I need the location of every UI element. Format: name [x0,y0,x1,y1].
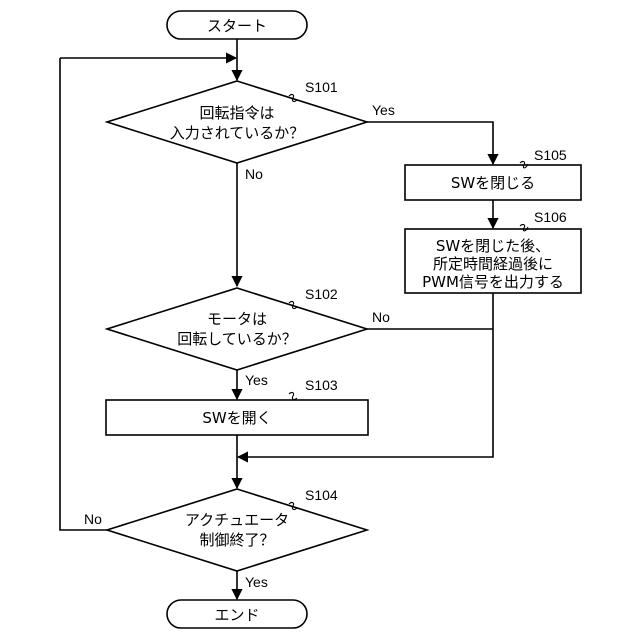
s104-line2: 制御終了？ [199,531,274,549]
s101-no-label: No [245,166,263,182]
s103-step-number: S103 [305,377,338,393]
start-label: スタート [207,17,267,35]
end-label: エンド [214,606,259,624]
s106-line2: 所定時間経過後に [433,255,553,273]
s106-step-number: S106 [534,209,567,225]
s101-step-number: S101 [305,79,338,95]
s102-step-number: S102 [305,286,338,302]
decision-s104: アクチュエータ 制御終了？ S104 [107,487,367,571]
end-terminal: エンド [167,600,307,628]
connector-s104-no-loop [60,58,107,530]
s105-step-number: S105 [534,147,567,163]
s102-no-label: No [372,309,390,325]
s101-line1: 回転指令は [199,104,274,122]
s106-line3: PWM信号を出力する [422,273,564,291]
s105-text: SWを閉じる [451,174,535,192]
decision-s101: 回転指令は 入力されているか？ S101 [107,79,367,163]
s101-yes-label: Yes [372,102,395,118]
s104-no-label: No [84,511,102,527]
connector-s101-yes [367,122,493,164]
s106-line1: SWを閉じた後、 [436,237,550,255]
s104-line1: アクチュエータ [185,511,289,529]
decision-s102: モータは 回転しているか？ S102 [107,286,367,370]
s102-line1: モータは [207,310,267,328]
s102-line2: 回転しているか？ [177,330,297,348]
s104-yes-label: Yes [245,574,268,590]
s103-step-leader [289,393,297,400]
s103-text: SWを開く [202,409,271,427]
s104-step-number: S104 [305,487,338,503]
s102-yes-label: Yes [245,372,268,388]
s101-line2: 入力されているか？ [170,124,305,142]
start-terminal: スタート [167,11,307,39]
